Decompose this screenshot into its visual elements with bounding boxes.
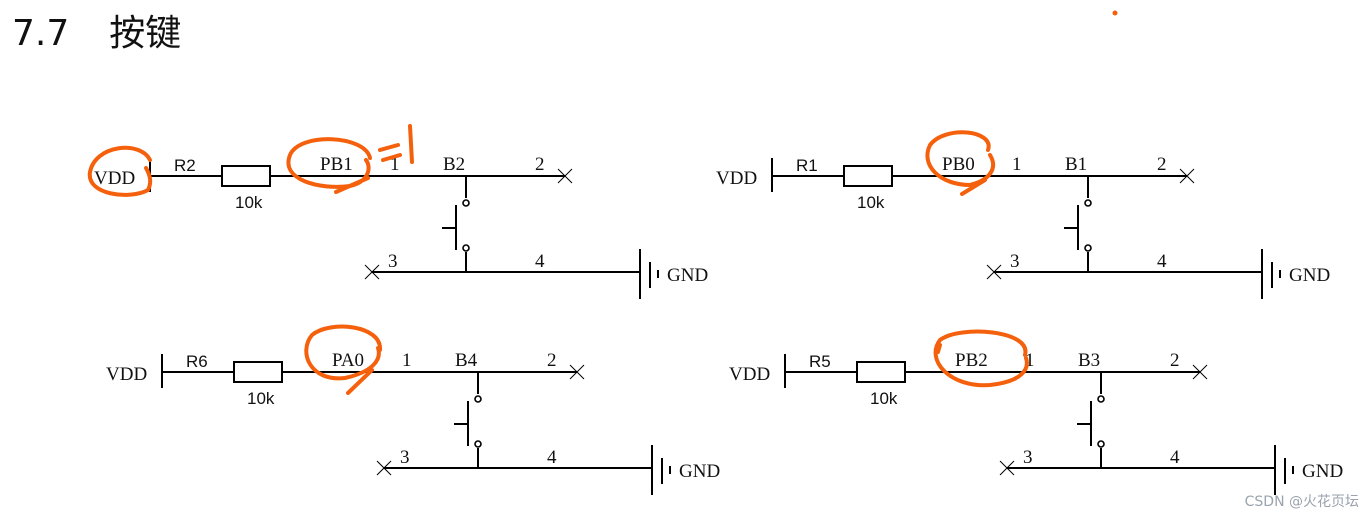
- pin-label: 1: [1012, 154, 1022, 175]
- ground-label: GND: [1289, 265, 1330, 286]
- switch-contact: [1084, 244, 1092, 252]
- supply-label: VDD: [94, 168, 135, 189]
- no-connect-icon: [569, 364, 585, 380]
- switch-label: B1: [1065, 154, 1087, 175]
- no-connect-icon: [1179, 168, 1195, 184]
- switch-contact: [474, 395, 482, 403]
- net-label: PB2: [955, 350, 988, 371]
- note-one: [408, 124, 414, 164]
- resistor-label: R2: [174, 156, 196, 175]
- pin-label: 4: [535, 251, 545, 272]
- resistor: [221, 165, 271, 187]
- note-equals: [378, 143, 402, 162]
- pin-label: 3: [388, 251, 398, 272]
- section-title: 7.7 按键: [12, 4, 181, 56]
- section-heading: 按键: [109, 13, 182, 54]
- resistor-label: R1: [796, 156, 818, 175]
- net-label: PB1: [320, 154, 353, 175]
- annotation-circle: [304, 324, 382, 395]
- pin-label: 2: [535, 154, 545, 175]
- pin-label: 2: [547, 350, 557, 371]
- supply-label: VDD: [716, 168, 757, 189]
- switch-label: B2: [443, 154, 465, 175]
- no-connect-icon: [1192, 364, 1208, 380]
- resistor-label: R5: [809, 352, 831, 371]
- pin-label: 2: [1170, 350, 1180, 371]
- switch-contact: [1084, 199, 1092, 207]
- resistor-value: 10k: [857, 193, 885, 212]
- annotation-circle: [87, 145, 153, 197]
- supply-label: VDD: [106, 364, 147, 385]
- pin-label: 1: [402, 350, 412, 371]
- resistor-value: 10k: [235, 193, 263, 212]
- no-connect-icon: [376, 460, 392, 476]
- annotation-dot: [1112, 10, 1118, 16]
- pin-label: 1: [1025, 350, 1035, 371]
- pin-label: 4: [1170, 447, 1180, 468]
- pin-label: 4: [547, 447, 557, 468]
- no-connect-icon: [557, 168, 573, 184]
- resistor-value: 10k: [870, 389, 898, 408]
- annotation-circle: [933, 329, 1029, 388]
- switch-contact: [1097, 395, 1105, 403]
- no-connect-icon: [364, 264, 380, 280]
- no-connect-icon: [986, 264, 1002, 280]
- annotation-circle: [286, 137, 372, 194]
- no-connect-icon: [999, 460, 1015, 476]
- pin-label: 3: [400, 447, 410, 468]
- resistor: [856, 361, 906, 383]
- net-label: PB0: [942, 154, 975, 175]
- ground-label: GND: [679, 461, 720, 482]
- section-number: 7.7: [12, 13, 70, 54]
- switch-label: B3: [1078, 350, 1100, 371]
- watermark: CSDN @火花页坛: [1244, 494, 1359, 510]
- pin-label: 3: [1010, 251, 1020, 272]
- resistor-value: 10k: [247, 389, 275, 408]
- switch-contact: [462, 199, 470, 207]
- pin-label: 4: [1157, 251, 1167, 272]
- pin-label: 2: [1157, 154, 1167, 175]
- resistor: [843, 165, 893, 187]
- ground-label: GND: [667, 265, 708, 286]
- resistor-label: R6: [186, 352, 208, 371]
- ground-label: GND: [1302, 461, 1343, 482]
- switch-label: B4: [455, 350, 478, 371]
- switch-contact: [1097, 440, 1105, 448]
- switch-contact: [462, 244, 470, 252]
- resistor: [233, 361, 283, 383]
- switch-contact: [474, 440, 482, 448]
- annotation-circle: [925, 130, 996, 196]
- supply-label: VDD: [729, 364, 770, 385]
- pin-label: 3: [1023, 447, 1033, 468]
- pin-label: 1: [390, 154, 400, 175]
- net-label: PA0: [332, 350, 364, 371]
